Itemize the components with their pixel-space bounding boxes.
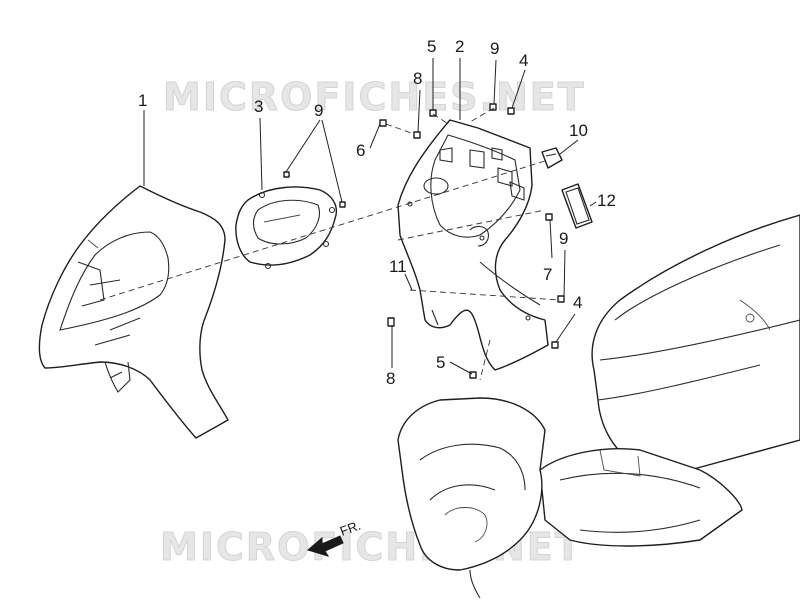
callout-9-top: 9 — [490, 39, 499, 58]
watermark-top: MICROFICHES.NET — [163, 75, 586, 119]
callout-7: 7 — [543, 265, 552, 284]
callout-1: 1 — [138, 91, 147, 110]
callout-10: 10 — [569, 121, 588, 140]
alignment-lines — [99, 107, 561, 381]
callout-6: 6 — [356, 141, 365, 160]
leader-lines — [143, 58, 597, 375]
part-12-pad — [561, 183, 593, 229]
callout-8-bottom: 8 — [386, 369, 395, 388]
callout-12: 12 — [597, 191, 616, 210]
callout-9-right: 9 — [559, 229, 568, 248]
callout-5-top: 5 — [427, 37, 436, 56]
part-2-inner-panel — [397, 119, 549, 371]
scooter-body — [397, 214, 800, 599]
part-10-knob — [541, 147, 563, 169]
callout-4-top: 4 — [519, 51, 528, 70]
part-1-front-shield — [38, 185, 229, 439]
callout-11: 11 — [389, 257, 407, 276]
callout-9-left: 9 — [314, 101, 323, 120]
callout-8-top: 8 — [413, 69, 422, 88]
callout-5-bottom: 5 — [436, 353, 445, 372]
callouts: 1 3 9 5 2 9 4 8 6 10 12 9 7 11 4 5 8 — [138, 37, 616, 388]
part-3-inner-grille — [235, 186, 338, 270]
front-direction-indicator: FR. — [306, 518, 363, 557]
fasteners — [283, 103, 565, 379]
front-arrow-icon — [306, 535, 344, 557]
callout-3: 3 — [254, 97, 263, 116]
front-direction-label: FR. — [338, 518, 363, 539]
callout-4-right: 4 — [573, 293, 582, 312]
callout-2: 2 — [455, 37, 464, 56]
